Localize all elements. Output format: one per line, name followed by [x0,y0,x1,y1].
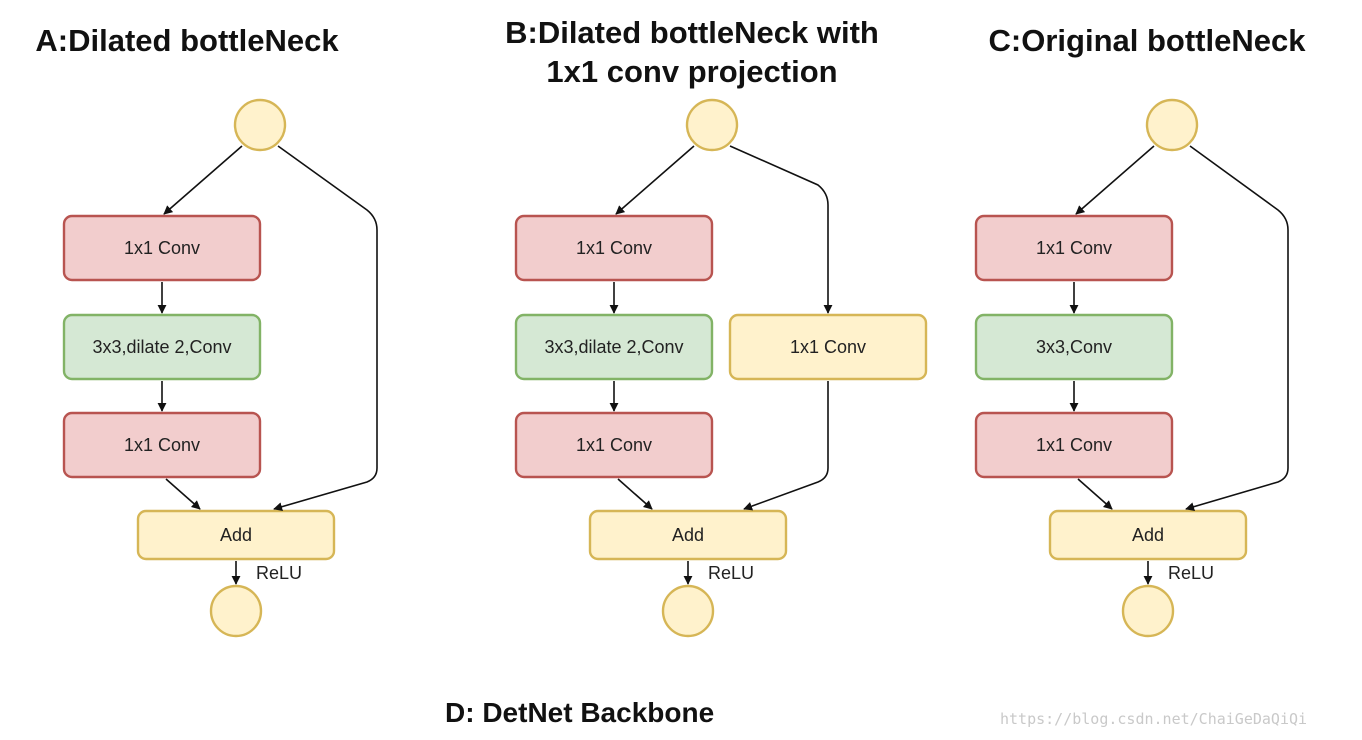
block-b-1-label: 1x1 Conv [576,238,652,258]
block-b-2 [514,313,714,381]
output-node-c [1121,584,1175,638]
block-b-3 [514,411,714,479]
panel-title-c-line-1: C:Original bottleNeck [989,23,1307,58]
edge-input-to-shortcut-b [729,145,833,314]
add-block-a [136,509,336,561]
block-b-2-label: 3x3,dilate 2,Conv [544,337,683,357]
output-node-a [209,584,263,638]
watermark-url: https://blog.csdn.net/ChaiGeDaQiQi [1000,710,1307,728]
block-a-2 [62,313,262,381]
edge-block3-to-add-a [165,478,201,510]
activation-label-a: ReLU [256,563,302,583]
block-c-2-label: 3x3,Conv [1036,337,1112,357]
edge-shortcut-to-add-b [743,381,829,511]
block-c-2 [974,313,1174,381]
edge-block3-to-add-b [617,478,653,510]
edge-input-to-block1-c [1075,145,1155,215]
block-a-1 [62,214,262,282]
block-b-3-label: 1x1 Conv [576,435,652,455]
add-block-a-label: Add [220,525,252,545]
block-a-1-label: 1x1 Conv [124,238,200,258]
edge-identity-shortcut-a [273,145,378,512]
block-c-3-label: 1x1 Conv [1036,435,1112,455]
block-a-3 [62,411,262,479]
block-c-3 [974,411,1174,479]
block-a-3-label: 1x1 Conv [124,435,200,455]
block-a-2-label: 3x3,dilate 2,Conv [92,337,231,357]
panel-b: B:Dilated bottleNeck with 1x1 conv projec… [505,15,928,638]
block-b-1 [514,214,714,282]
activation-label-c: ReLU [1168,563,1214,583]
panel-title-a-line-1: A:Dilated bottleNeck [35,23,339,58]
add-block-c [1048,509,1248,561]
edge-block3-to-add-c [1077,478,1113,510]
panel-c: C:Original bottleNeck 1x1 Conv 3x3,Conv 1x1… [974,23,1307,638]
edge-input-to-block1-a [163,145,243,215]
add-block-b [588,509,788,561]
edge-identity-shortcut-c [1185,145,1289,512]
add-block-b-label: Add [672,525,704,545]
add-block-c-label: Add [1132,525,1164,545]
panels-layer: A:Dilated bottleNeck 1x1 Conv 3x3,dilate 2… [35,15,1307,638]
panel-title-b-line-2: 1x1 conv projection [546,54,837,89]
input-node-b [685,98,739,152]
diagram-caption: D: DetNet Backbone [445,697,714,728]
input-node-a [233,98,287,152]
edge-input-to-block1-b [615,145,695,215]
activation-label-b: ReLU [708,563,754,583]
panel-a: A:Dilated bottleNeck 1x1 Conv 3x3,dilate 2… [35,23,378,638]
input-node-c [1145,98,1199,152]
shortcut-block-b-label: 1x1 Conv [790,337,866,357]
output-node-b [661,584,715,638]
block-c-1 [974,214,1174,282]
block-c-1-label: 1x1 Conv [1036,238,1112,258]
shortcut-block-b [728,313,928,381]
panel-title-b-line-1: B:Dilated bottleNeck with [505,15,879,50]
